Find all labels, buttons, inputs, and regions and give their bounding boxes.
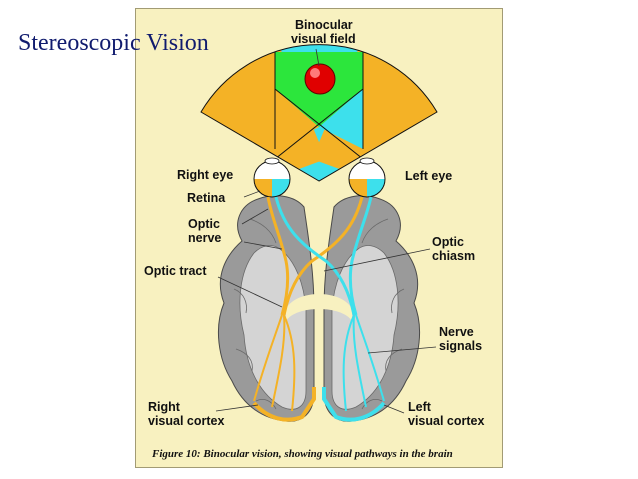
right-pathway bbox=[253, 196, 364, 412]
left-eye bbox=[348, 157, 386, 198]
label-optic-nerve-1: Optic bbox=[188, 217, 220, 231]
brain-right-hemisphere bbox=[217, 195, 315, 422]
label-nerve-signals-2: signals bbox=[439, 339, 482, 353]
label-left-cortex-1: Left bbox=[408, 400, 432, 414]
midline-gap bbox=[286, 294, 352, 321]
label-optic-tract: Optic tract bbox=[144, 264, 207, 278]
label-optic-chiasm-2: chiasm bbox=[432, 249, 475, 263]
label-binocular-field-2: visual field bbox=[291, 32, 356, 46]
left-visual-cortex bbox=[322, 387, 386, 422]
slide-title: Stereoscopic Vision bbox=[18, 30, 209, 56]
figure-caption: Figure 10: Binocular vision, showing vis… bbox=[151, 448, 453, 460]
label-retina: Retina bbox=[187, 191, 226, 205]
label-left-cortex-2: visual cortex bbox=[408, 414, 484, 428]
label-binocular-field-1: Binocular bbox=[295, 18, 353, 32]
label-right-cortex-1: Right bbox=[148, 400, 181, 414]
leader-lines bbox=[215, 48, 437, 414]
right-eye bbox=[253, 157, 291, 198]
diagram-canvas: Binocular visual field Right eye Left ey… bbox=[144, 18, 484, 460]
fan-outline bbox=[200, 44, 438, 182]
label-optic-chiasm-1: Optic bbox=[432, 235, 464, 249]
right-visual-cortex bbox=[252, 387, 316, 422]
vision-diagram: Binocular visual field Right eye Left ey… bbox=[135, 8, 503, 468]
label-right-eye: Right eye bbox=[177, 168, 233, 182]
label-optic-nerve-2: nerve bbox=[188, 231, 221, 245]
label-nerve-signals-1: Nerve bbox=[439, 325, 474, 339]
target-object bbox=[304, 63, 336, 95]
label-left-eye: Left eye bbox=[405, 169, 452, 183]
brain-left-hemisphere bbox=[323, 195, 421, 422]
left-pathway bbox=[274, 196, 385, 412]
label-right-cortex-2: visual cortex bbox=[148, 414, 224, 428]
